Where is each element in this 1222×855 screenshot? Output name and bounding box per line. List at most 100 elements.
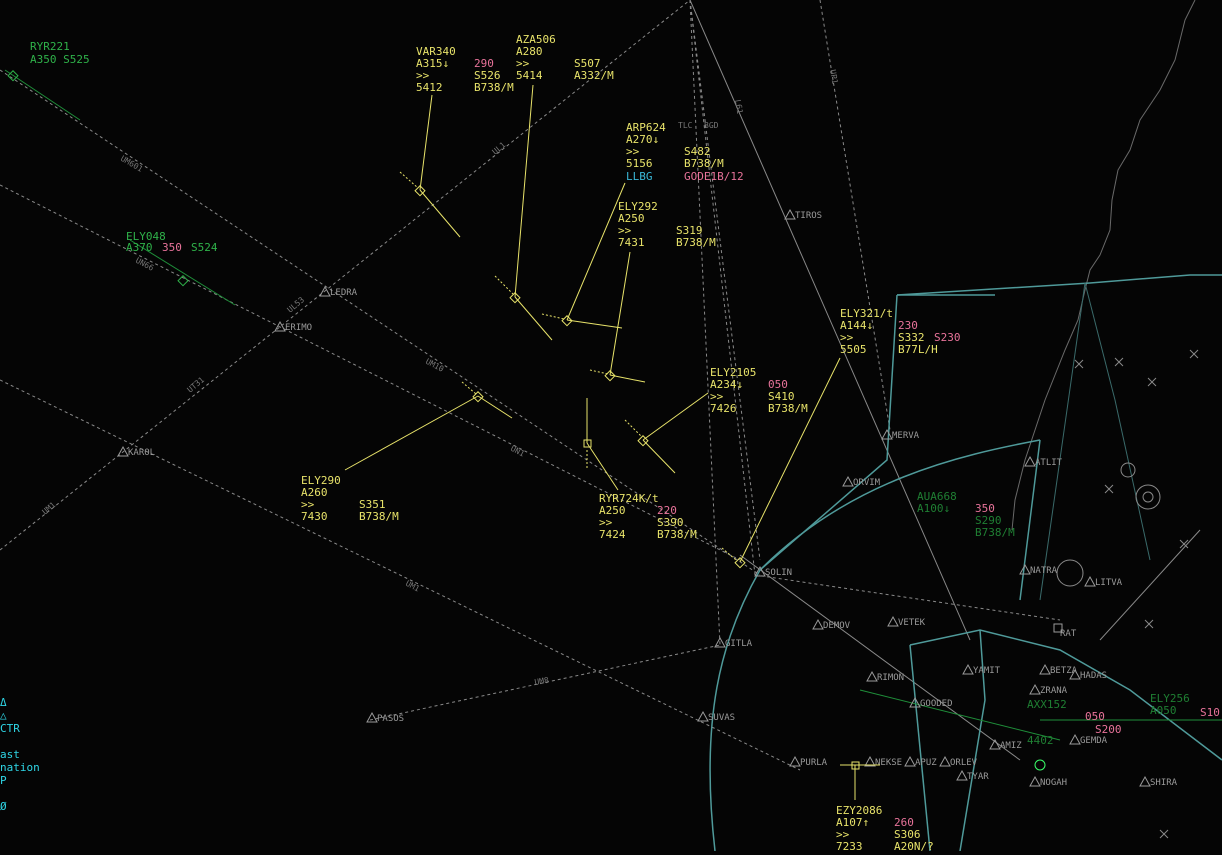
svg-text:ELY2105: ELY2105 <box>710 366 756 379</box>
svg-text:A280: A280 <box>516 45 543 58</box>
fix-label: LITVA <box>1095 578 1123 588</box>
svg-text:7431: 7431 <box>618 236 645 249</box>
svg-text:220: 220 <box>657 504 677 517</box>
fix-label: SHIRA <box>1150 778 1178 788</box>
fix-label: BETZA <box>1050 666 1078 676</box>
fix-label: SUVAS <box>708 713 735 723</box>
airway-label: UM1 <box>41 500 58 516</box>
svg-text:S290: S290 <box>975 514 1002 527</box>
fix-markers: LEDRA ERIMO KAROL TIROS MERVA ORVIM SOLI… <box>117 208 1178 788</box>
track-label-var340[interactable]: VAR340 A315↓ 290 >> S526 5412 B738/M <box>416 45 514 94</box>
svg-text:050: 050 <box>1085 710 1105 723</box>
airway-label: UM8 <box>534 676 550 687</box>
track-labels: RYR221 A350 S525 VAR340 A315↓ 290 >> S52… <box>30 33 1220 853</box>
svg-text:260: 260 <box>894 816 914 829</box>
svg-text:S306: S306 <box>894 828 921 841</box>
fix-label: MERVA <box>892 431 920 441</box>
fix-label: TIROS <box>795 211 822 221</box>
svg-text:A260: A260 <box>301 486 328 499</box>
svg-text:ELY256: ELY256 <box>1150 692 1190 705</box>
track-symbols <box>344 84 880 800</box>
airway-label: UN1 <box>509 444 526 459</box>
svg-text:>>: >> <box>836 828 850 841</box>
svg-text:A250: A250 <box>618 212 645 225</box>
fix-label: ZRANA <box>1040 686 1068 696</box>
menu-item[interactable]: Δ <box>0 696 7 709</box>
svg-text:7233: 7233 <box>836 840 863 851</box>
fix-label: APUZ <box>915 758 937 768</box>
menu-item-zero[interactable]: Ø <box>0 800 7 813</box>
svg-text:EZY2086: EZY2086 <box>836 804 882 817</box>
track-label-ely256[interactable]: ELY256 A050 S10 <box>1150 692 1220 719</box>
menu-item-destination[interactable]: nation <box>0 761 40 774</box>
svg-text:230: 230 <box>898 319 918 332</box>
fix-label: AMIZ <box>1000 741 1022 751</box>
tlc-label: TLC <box>678 121 693 130</box>
svg-text:350: 350 <box>975 502 995 515</box>
track-label-ely290[interactable]: ELY290 A260 >> S351 7430 B738/M <box>301 474 399 523</box>
svg-text:B738/M: B738/M <box>474 81 514 94</box>
airway-label: UM10 <box>424 357 445 374</box>
svg-text:5505: 5505 <box>840 343 867 356</box>
svg-text:S410: S410 <box>768 390 795 403</box>
track-label-aza506[interactable]: AZA506 A280 >> S507 5414 A332/M <box>516 33 614 82</box>
menu-item-ctr[interactable]: CTR <box>0 722 20 735</box>
sector-boundaries <box>709 274 1222 852</box>
fix-label: ATLIT <box>1035 458 1063 468</box>
svg-text:A144↓: A144↓ <box>840 319 873 332</box>
airways <box>0 0 1061 771</box>
fix-label: PURLA <box>800 758 828 768</box>
menu-item-p[interactable]: P <box>0 774 7 787</box>
track-label-arp624[interactable]: ARP624 A270↓ >> S482 5156 B738/M LLBG GO… <box>626 121 744 183</box>
fix-label: NATRA <box>1030 566 1058 576</box>
track-label-ely292[interactable]: ELY292 A250 >> S319 7431 B738/M <box>618 200 716 249</box>
track-label-ryr724k[interactable]: RYR724K/t A250 220 >> S390 7424 B738/M <box>599 492 697 541</box>
navaid-markers <box>1034 349 1199 839</box>
track-label-ely321[interactable]: ELY321/t A144↓ 230 >> S332 S230 5505 B77… <box>840 307 961 356</box>
track-label-axx152[interactable]: AXX152 050 4402 S200 <box>1027 698 1122 747</box>
fix-label: TYAR <box>967 772 989 782</box>
bgd-label: BGD <box>704 121 719 130</box>
svg-text:>>: >> <box>618 224 632 237</box>
svg-text:050: 050 <box>768 378 788 391</box>
svg-text:A370: A370 <box>126 241 153 254</box>
svg-text:A234↓: A234↓ <box>710 378 743 391</box>
svg-text:AXX152: AXX152 <box>1027 698 1067 711</box>
svg-text:350: 350 <box>162 241 182 254</box>
svg-text:>>: >> <box>516 57 530 70</box>
airway-label: L61 <box>733 99 744 115</box>
svg-text:AUA668: AUA668 <box>917 490 957 503</box>
menu-item-last[interactable]: ast <box>0 748 20 761</box>
menu-item[interactable]: △ <box>0 709 7 722</box>
svg-text:S200: S200 <box>1095 723 1122 736</box>
track-label-ezy2086[interactable]: EZY2086 A107↑ 260 >> S306 7233 A20N/? <box>836 804 934 853</box>
fix-label: ORLEV <box>950 758 978 768</box>
fix-label: LEDRA <box>330 288 358 298</box>
airway-label: UT31 <box>186 375 207 394</box>
track-label-ryr221[interactable]: RYR221 A350 S525 <box>30 40 90 66</box>
svg-text:B738/M: B738/M <box>975 526 1015 539</box>
svg-text:RYR221: RYR221 <box>30 40 70 53</box>
svg-text:S351: S351 <box>359 498 386 511</box>
side-menu[interactable]: Δ △ CTR ast nation P Ø <box>0 696 40 813</box>
fix-label: ORVIM <box>853 478 881 488</box>
track-label-ely048[interactable]: ELY048 A370 350 S524 <box>126 230 218 254</box>
track-label-ely2105[interactable]: ELY2105 A234↓ 050 >> S410 7426 B738/M <box>710 366 808 415</box>
svg-text:ELY048: ELY048 <box>126 230 166 243</box>
svg-text:>>: >> <box>416 69 430 82</box>
fix-label: GOODED <box>920 699 953 709</box>
fix-label: RAT <box>1060 629 1077 639</box>
airway-label: UM601 <box>119 154 145 174</box>
fix-label: KAROL <box>128 448 155 458</box>
svg-text:B738/M: B738/M <box>768 402 808 415</box>
fix-label: HADAS <box>1080 671 1107 681</box>
svg-text:B77L/H: B77L/H <box>898 343 938 356</box>
svg-text:S507: S507 <box>574 57 601 70</box>
svg-text:AZA506: AZA506 <box>516 33 556 46</box>
routes <box>689 0 1201 761</box>
coastline <box>1011 0 1196 531</box>
svg-text:S526: S526 <box>474 69 501 82</box>
track-label-aua668[interactable]: AUA668 A100↓ 350 S290 B738/M <box>917 490 1015 539</box>
